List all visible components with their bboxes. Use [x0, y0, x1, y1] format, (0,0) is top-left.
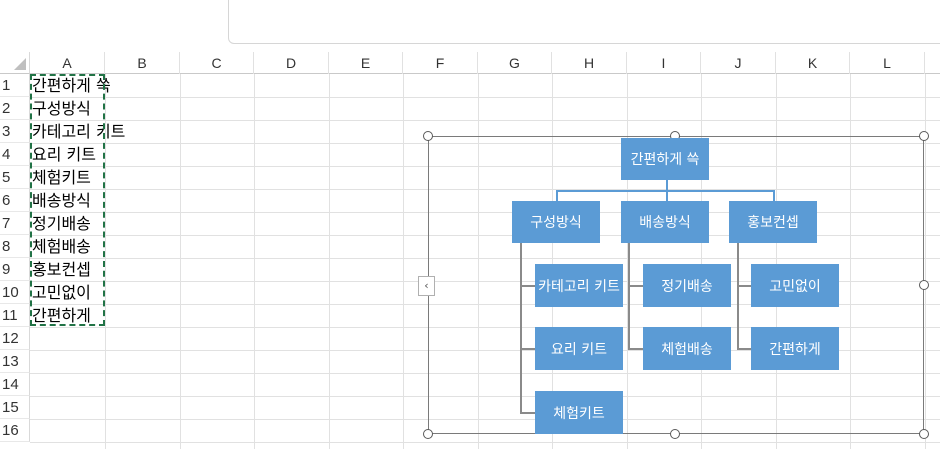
- row-header-16[interactable]: 16: [0, 419, 30, 442]
- row-header-9[interactable]: 9: [0, 258, 30, 281]
- smartart-node-child[interactable]: 간편하게: [751, 327, 839, 370]
- cell-a10[interactable]: 고민없이: [32, 283, 91, 302]
- smartart-node-child[interactable]: 카테고리 키트: [535, 264, 623, 307]
- smartart-node-child[interactable]: 체험배송: [643, 327, 731, 370]
- resize-handle-bottom[interactable]: [670, 429, 680, 439]
- row-header-15[interactable]: 15: [0, 396, 30, 419]
- resize-handle-right[interactable]: [919, 280, 929, 290]
- cell-a9[interactable]: 홍보컨셉: [32, 260, 91, 279]
- text-pane-expand-button[interactable]: ‹: [418, 276, 435, 296]
- row-header-4[interactable]: 4: [0, 143, 30, 166]
- select-all-triangle-icon: [14, 58, 26, 70]
- smartart-node-child[interactable]: 고민없이: [751, 264, 839, 307]
- smartart-node-child[interactable]: 정기배송: [643, 264, 731, 307]
- cell-a7[interactable]: 정기배송: [32, 214, 91, 233]
- formula-area: [0, 0, 940, 52]
- cell-a6[interactable]: 배송방식: [32, 191, 91, 210]
- column-header-i[interactable]: I: [627, 52, 701, 74]
- row-header-8[interactable]: 8: [0, 235, 30, 258]
- smartart-node-level1[interactable]: 배송방식: [621, 201, 709, 243]
- row-header-5[interactable]: 5: [0, 166, 30, 189]
- column-header-d[interactable]: D: [254, 52, 329, 74]
- column-header-b[interactable]: B: [105, 52, 180, 74]
- cell-a2[interactable]: 구성방식: [32, 99, 91, 118]
- row-header-6[interactable]: 6: [0, 189, 30, 212]
- column-header-g[interactable]: G: [478, 52, 552, 74]
- resize-handle-bottom-right[interactable]: [919, 429, 929, 439]
- row-header-7[interactable]: 7: [0, 212, 30, 235]
- row-header-10[interactable]: 10: [0, 281, 30, 304]
- column-header-f[interactable]: F: [403, 52, 478, 74]
- copy-selection-marquee: [30, 74, 105, 326]
- cell-a8[interactable]: 체험배송: [32, 237, 91, 256]
- formula-bar-input[interactable]: [228, 0, 940, 44]
- resize-handle-top-left[interactable]: [423, 131, 433, 141]
- smartart-node-root[interactable]: 간편하게 쓱: [621, 138, 709, 180]
- column-header-j[interactable]: J: [701, 52, 776, 74]
- column-header-h[interactable]: H: [552, 52, 627, 74]
- column-header-c[interactable]: C: [180, 52, 254, 74]
- column-header-row: [0, 52, 940, 74]
- smartart-node-level1[interactable]: 홍보컨셉: [729, 201, 817, 243]
- column-header-a[interactable]: A: [30, 52, 105, 74]
- cell-a5[interactable]: 체험키트: [32, 168, 91, 187]
- column-header-k[interactable]: K: [776, 52, 850, 74]
- cell-a11[interactable]: 간편하게: [32, 306, 91, 325]
- cell-a1[interactable]: 간편하게 쓱: [32, 76, 111, 95]
- chevron-left-icon: ‹: [424, 279, 429, 292]
- resize-handle-top-right[interactable]: [919, 131, 929, 141]
- column-header-e[interactable]: E: [329, 52, 403, 74]
- smartart-node-child[interactable]: 체험키트: [535, 391, 623, 434]
- cell-a3[interactable]: 카테고리 키트: [32, 122, 126, 141]
- row-header-2[interactable]: 2: [0, 97, 30, 120]
- row-header-1[interactable]: 1: [0, 74, 30, 97]
- row-header-14[interactable]: 14: [0, 373, 30, 396]
- resize-handle-bottom-left[interactable]: [423, 429, 433, 439]
- row-header-12[interactable]: 12: [0, 327, 30, 350]
- row-header-11[interactable]: 11: [0, 304, 30, 327]
- smartart-node-child[interactable]: 요리 키트: [535, 327, 623, 370]
- cell-a4[interactable]: 요리 키트: [32, 145, 96, 164]
- smartart-node-level1[interactable]: 구성방식: [512, 201, 600, 243]
- column-header-l[interactable]: L: [850, 52, 925, 74]
- row-header-13[interactable]: 13: [0, 350, 30, 373]
- row-header-3[interactable]: 3: [0, 120, 30, 143]
